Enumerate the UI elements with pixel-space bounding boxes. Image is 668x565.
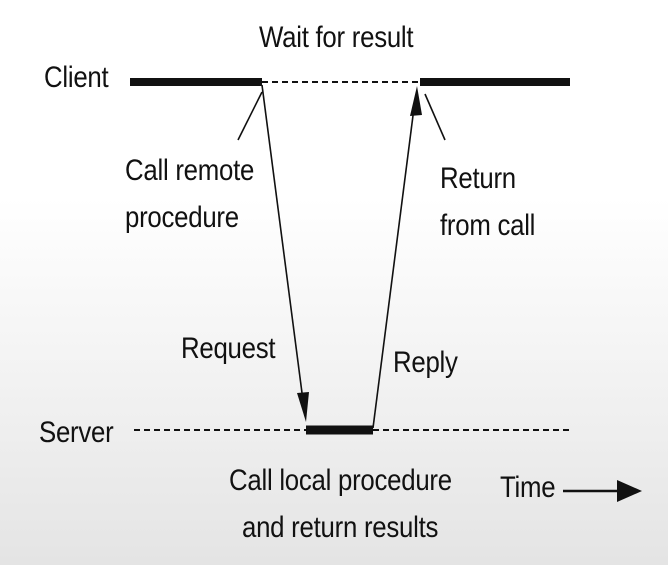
client-label: Client — [44, 61, 109, 94]
time-arrowhead — [617, 480, 642, 502]
time-label: Time — [500, 471, 556, 504]
return-label-line2: from call — [440, 209, 536, 242]
wait-for-result-label: Wait for result — [259, 21, 414, 54]
call-local-label-line2: and return results — [242, 511, 439, 544]
return-label-line1: Return — [440, 162, 516, 195]
server-label: Server — [39, 416, 114, 449]
request-arrowhead — [297, 392, 309, 422]
call-remote-label-line1: Call remote — [125, 154, 255, 187]
return-leader-line — [424, 93, 446, 141]
reply-label: Reply — [393, 346, 458, 379]
request-arrow — [261, 84, 306, 417]
reply-arrow — [372, 99, 416, 429]
call-remote-label-line2: procedure — [125, 201, 239, 234]
call-local-label-line1: Call local procedure — [229, 464, 452, 497]
call-remote-leader-line — [237, 91, 263, 141]
reply-arrowhead — [410, 86, 422, 116]
request-label: Request — [181, 332, 276, 365]
